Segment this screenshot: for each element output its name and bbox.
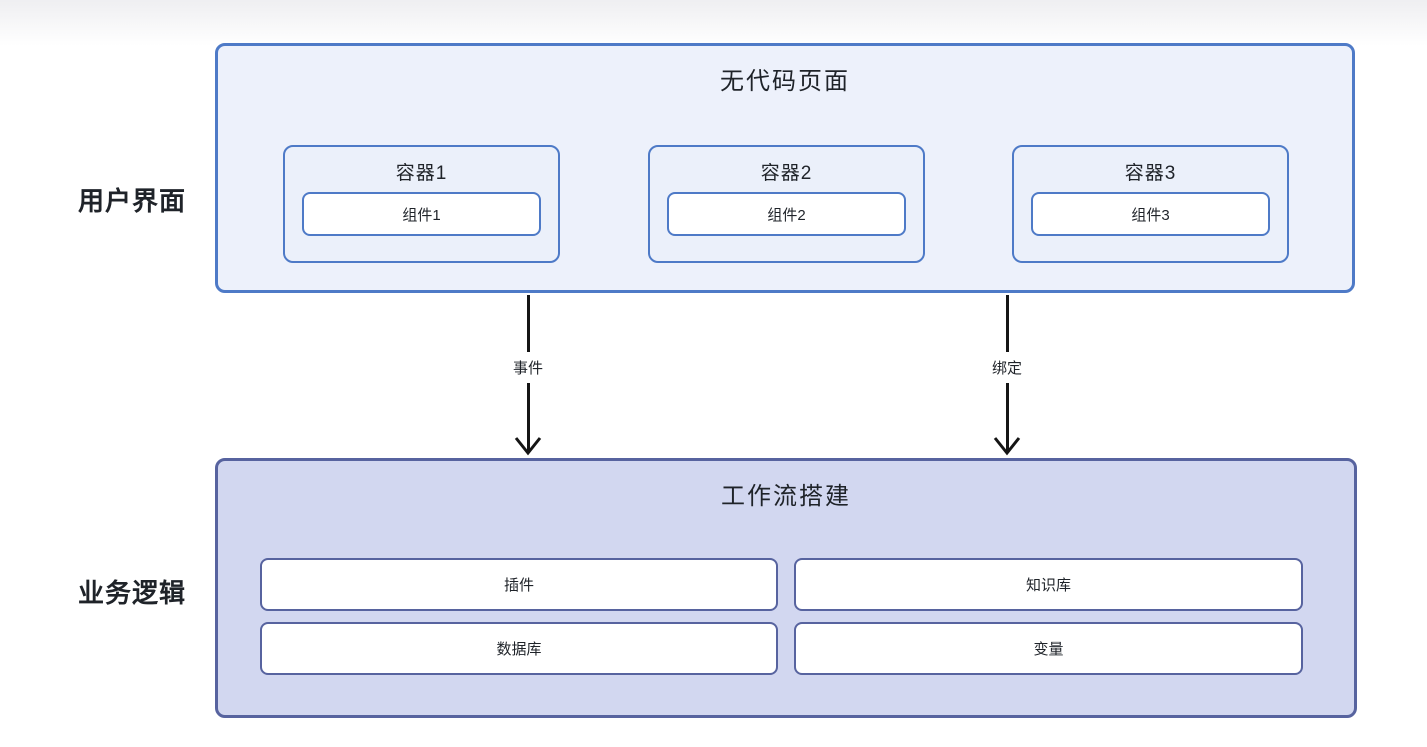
binding-connector: 绑定 bbox=[947, 295, 1067, 456]
no-code-page-panel: 无代码页面 容器1 组件1 容器2 组件2 容器3 组件3 bbox=[215, 43, 1355, 293]
component-3-label: 组件3 bbox=[1131, 206, 1170, 224]
workflow-panel-title: 工作流搭建 bbox=[721, 483, 851, 510]
plugin-box: 插件 bbox=[260, 558, 778, 611]
variable-box: 变量 bbox=[794, 622, 1303, 675]
component-2-box: 组件2 bbox=[667, 192, 906, 236]
event-connector-label: 事件 bbox=[512, 360, 543, 377]
binding-connector-line-top bbox=[1005, 295, 1009, 352]
event-connector: 事件 bbox=[468, 295, 588, 456]
component-3-box: 组件3 bbox=[1031, 192, 1270, 236]
container-1-box: 容器1 组件1 bbox=[283, 145, 560, 263]
database-label: 数据库 bbox=[496, 641, 542, 658]
container-3-title: 容器3 bbox=[1124, 163, 1177, 184]
database-box: 数据库 bbox=[260, 622, 778, 675]
component-2-label: 组件2 bbox=[767, 206, 806, 224]
component-1-box: 组件1 bbox=[302, 192, 541, 236]
container-3-box: 容器3 组件3 bbox=[1012, 145, 1289, 263]
component-1-label: 组件1 bbox=[402, 206, 441, 224]
container-1-title: 容器1 bbox=[395, 163, 448, 184]
down-arrow-icon bbox=[514, 437, 542, 456]
workflow-panel: 工作流搭建 插件 知识库 数据库 变量 bbox=[215, 458, 1357, 718]
knowledge-base-label: 知识库 bbox=[1025, 577, 1071, 594]
down-arrow-icon bbox=[993, 437, 1021, 456]
knowledge-base-box: 知识库 bbox=[794, 558, 1303, 611]
container-2-box: 容器2 组件2 bbox=[648, 145, 925, 263]
container-2-title: 容器2 bbox=[760, 163, 813, 184]
no-code-page-title: 无代码页面 bbox=[720, 68, 850, 95]
variable-label: 变量 bbox=[1033, 641, 1064, 658]
top-shadow-band bbox=[0, 0, 1427, 46]
event-connector-line-top bbox=[526, 295, 530, 352]
row-label-business-logic: 业务逻辑 bbox=[78, 578, 187, 608]
event-connector-line-bottom bbox=[526, 383, 530, 453]
binding-connector-line-bottom bbox=[1005, 383, 1009, 453]
row-label-user-interface: 用户界面 bbox=[78, 186, 187, 216]
plugin-label: 插件 bbox=[503, 577, 534, 594]
binding-connector-label: 绑定 bbox=[991, 360, 1022, 377]
